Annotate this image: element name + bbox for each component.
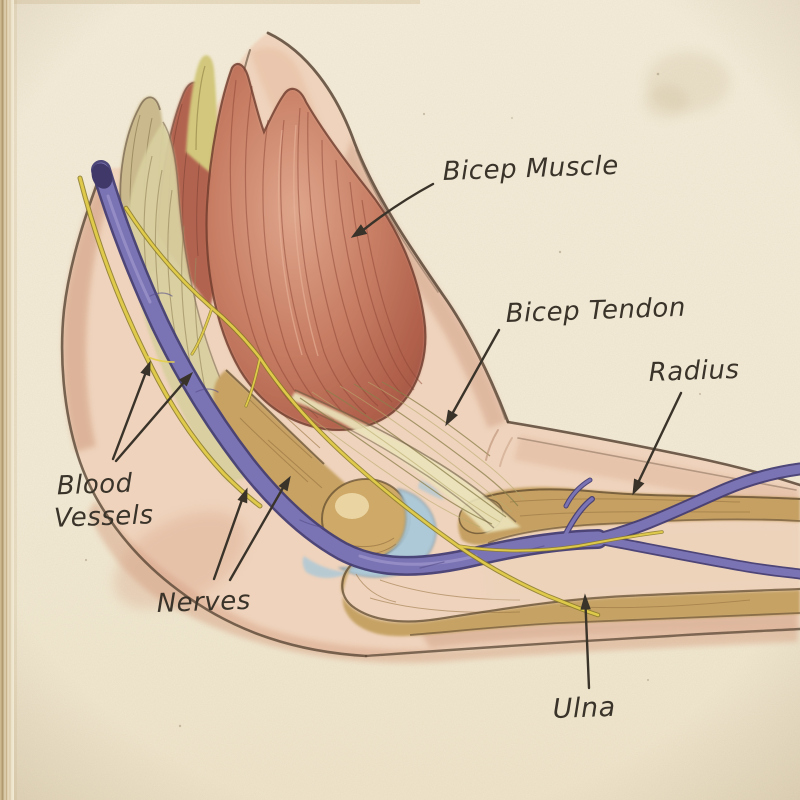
- ulna-arrowhead: [580, 593, 591, 610]
- paper-stain: [644, 52, 730, 118]
- blood-vessel-shape: [91, 160, 800, 580]
- bicep-tendon-shape: [289, 381, 525, 533]
- blood-vessels-arrowhead-1: [140, 360, 151, 377]
- arm-illustration: [60, 31, 800, 664]
- label-nerves: Nerves: [156, 586, 251, 619]
- label-blood-vessels-line1: Blood: [56, 469, 133, 502]
- blood-vessels-annotation: Blood Vessels: [53, 360, 194, 534]
- ulna-annotation: Ulna: [552, 593, 616, 725]
- nerves-annotation: Nerves: [156, 475, 291, 619]
- label-blood-vessels-line2: Vessels: [53, 500, 154, 533]
- bicep-tendon-arrowhead: [445, 409, 458, 427]
- blood-vessels-arrowhead-2: [179, 371, 194, 387]
- bicep-muscle-annotation: Bicep Muscle: [350, 151, 619, 238]
- label-bicep-tendon: Bicep Tendon: [505, 293, 686, 329]
- bicep-muscle-shape: [205, 62, 427, 431]
- skin-crease-lines: [485, 429, 513, 467]
- bicep-muscle-arrowhead: [350, 224, 368, 238]
- nerves-leader-1: [212, 495, 245, 581]
- nerve-shape: [77, 175, 664, 618]
- ulna-bone: [341, 563, 800, 637]
- nerves-leader-2: [228, 484, 286, 582]
- radius-annotation: Radius: [632, 355, 740, 496]
- bicep-muscle-leader: [360, 182, 435, 233]
- nerves-arrowhead-2: [278, 475, 291, 492]
- blood-vessels-leader-1: [111, 370, 148, 461]
- bicep-tendon-annotation: Bicep Tendon: [445, 293, 686, 427]
- radius-leader: [635, 391, 683, 487]
- paper-speckles: [84, 72, 701, 728]
- bicep-tendon-leader: [449, 328, 501, 418]
- blood-vessels-leader-2: [114, 379, 187, 463]
- book-spine-edge: [0, 0, 14, 800]
- label-bicep-muscle: Bicep Muscle: [442, 151, 619, 187]
- radius-arrowhead: [632, 478, 645, 496]
- label-radius: Radius: [648, 355, 740, 388]
- label-ulna: Ulna: [552, 692, 616, 725]
- annotations: Bicep Muscle Bicep Tendon Radius Blood V…: [53, 151, 740, 725]
- ulna-leader: [584, 603, 591, 690]
- nerves-arrowhead-1: [237, 487, 248, 504]
